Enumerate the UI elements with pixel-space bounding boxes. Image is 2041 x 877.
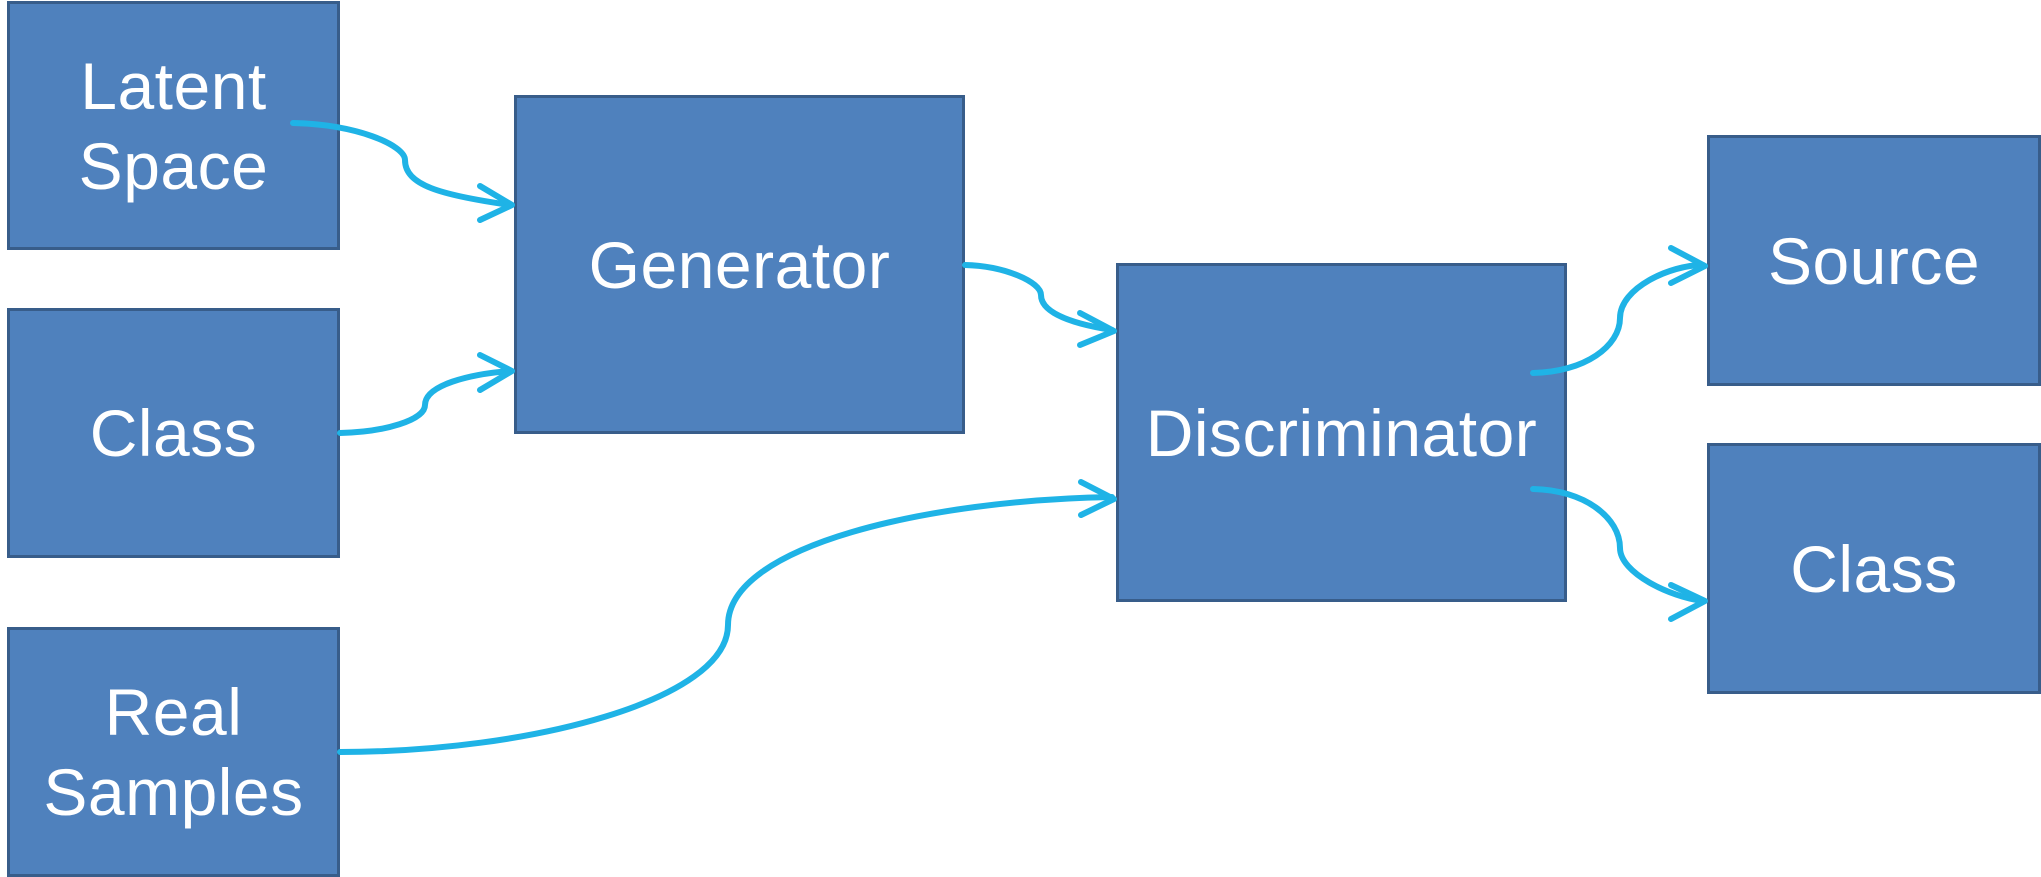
- class-input-label: Class: [90, 393, 258, 473]
- real-samples-label-line-2: Samples: [43, 755, 304, 829]
- real-samples-label-line-1: Real: [104, 675, 243, 749]
- class-output-node: Class: [1707, 443, 2041, 694]
- class-output-label: Class: [1790, 529, 1958, 609]
- generator-node: Generator: [514, 95, 965, 434]
- edge-real-samples-to-discriminator-arrowhead: [1078, 479, 1117, 518]
- class-output-label-line-1: Class: [1790, 531, 1958, 606]
- latent-space-label: Latent Space: [79, 46, 269, 206]
- edge-discriminator-to-source: [1530, 245, 1708, 376]
- edge-discriminator-to-class-curve: [1530, 486, 1706, 604]
- latent-space-label-line-2: Space: [78, 128, 269, 203]
- edge-generator-to-discriminator-curve: [962, 262, 1115, 333]
- discriminator-label: Discriminator: [1146, 393, 1538, 473]
- edge-generator-to-discriminator-arrowhead: [1077, 310, 1117, 348]
- source-output-label-line-1: Source: [1767, 223, 1981, 298]
- edge-latent-space-to-generator-arrowhead: [477, 183, 515, 223]
- source-output-label: Source: [1768, 221, 1980, 301]
- edge-real-samples-to-discriminator-curve: [337, 494, 1115, 755]
- generator-label-line-1: Generator: [588, 227, 891, 302]
- latent-space-label-line-1: Latent: [80, 48, 267, 123]
- edge-latent-space-to-generator-curve: [290, 120, 513, 208]
- edge-discriminator-to-class: [1530, 486, 1708, 622]
- edge-class-to-generator: [337, 352, 515, 436]
- discriminator-node: Discriminator: [1116, 263, 1567, 602]
- edge-discriminator-to-source-arrowhead: [1668, 245, 1708, 286]
- class-input-label-line-1: Class: [89, 396, 258, 470]
- edge-real-samples-to-discriminator: [337, 479, 1117, 755]
- discriminator-label-line-1: Discriminator: [1145, 395, 1538, 470]
- edge-class-to-generator-arrowhead: [477, 352, 515, 393]
- edge-latent-space-to-generator: [290, 120, 515, 223]
- edge-discriminator-to-class-arrowhead: [1668, 582, 1708, 622]
- edge-class-to-generator-curve: [337, 368, 513, 436]
- edge-generator-to-discriminator: [962, 262, 1117, 348]
- real-samples-node: Real Samples: [7, 627, 340, 877]
- source-output-node: Source: [1707, 135, 2041, 386]
- edge-discriminator-to-source-curve: [1530, 262, 1706, 376]
- real-samples-label: Real Samples: [43, 672, 303, 832]
- generator-label: Generator: [589, 225, 891, 305]
- latent-space-node: Latent Space: [7, 1, 340, 250]
